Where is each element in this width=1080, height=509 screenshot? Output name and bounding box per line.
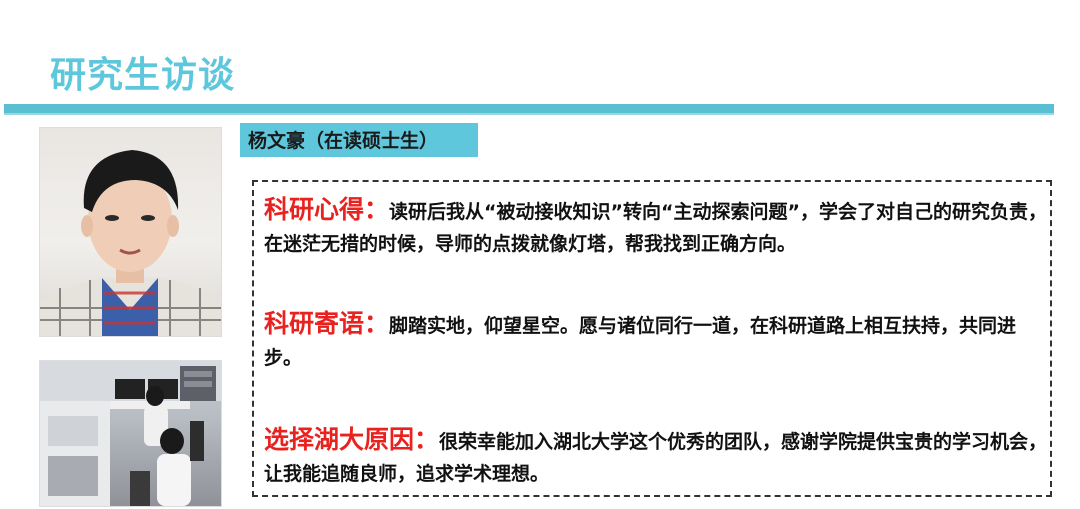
section-research-message: 科研寄语：脚踏实地，仰望星空。愿与诸位同行一道，在科研道路上相互扶持，共同进步。	[264, 308, 1048, 374]
student-name-label: 杨文豪（在读硕士生）	[248, 130, 439, 152]
section-body: 很荣幸能加入湖北大学这个优秀的团队，感谢学院提供宝贵的学习机会，让我能追随良师，…	[264, 431, 1048, 485]
section-heading: 科研心得：	[264, 195, 390, 224]
section-research-experience: 科研心得：读研后我从“被动接收知识”转向“主动探索问题”，学会了对自己的研究负责…	[264, 194, 1048, 260]
section-body: 脚踏实地，仰望星空。愿与诸位同行一道，在科研道路上相互扶持，共同进步。	[264, 315, 1017, 369]
interview-content-box: 科研心得：读研后我从“被动接收知识”转向“主动探索问题”，学会了对自己的研究负责…	[252, 180, 1052, 497]
section-heading: 选择湖大原因：	[264, 425, 440, 454]
section-heading: 科研寄语：	[264, 309, 390, 338]
section-body: 读研后我从“被动接收知识”转向“主动探索问题”，学会了对自己的研究负责，在迷茫无…	[264, 201, 1047, 255]
lab-photo	[39, 360, 222, 507]
page-title: 研究生访谈	[50, 55, 236, 96]
student-name-banner: 杨文豪（在读硕士生）	[240, 123, 478, 157]
lab-illustration	[40, 361, 221, 506]
portrait-illustration	[40, 150, 221, 336]
student-portrait-photo	[39, 127, 222, 337]
title-divider	[4, 104, 1054, 115]
section-reason-for-choosing: 选择湖大原因：很荣幸能加入湖北大学这个优秀的团队，感谢学院提供宝贵的学习机会，让…	[264, 424, 1048, 490]
